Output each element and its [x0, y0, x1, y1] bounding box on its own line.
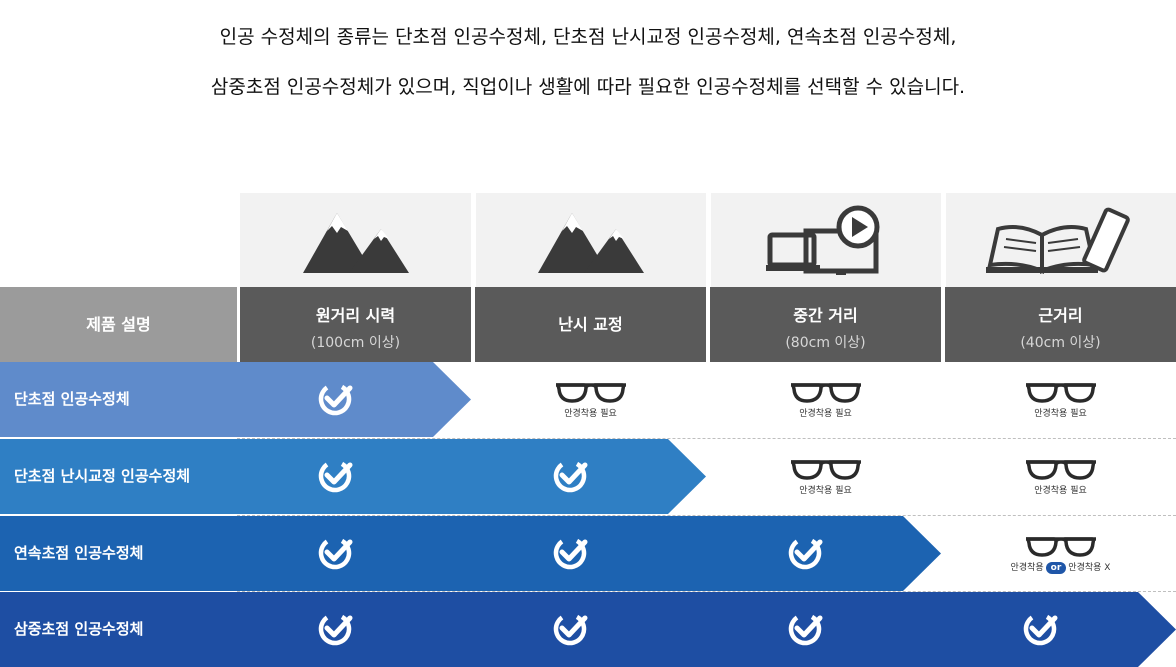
check-icon	[553, 457, 589, 497]
check-icon	[318, 610, 354, 650]
coverage-arrow	[237, 592, 1176, 667]
row-label: 단초점 인공수정체	[0, 362, 237, 437]
or-badge: or	[1045, 562, 1067, 574]
column-header-2: 중간 거리 (80cm 이상)	[710, 287, 941, 362]
glasses-icon: 안경착용 필요	[945, 379, 1176, 419]
check-icon	[788, 610, 824, 650]
glasses-required-caption: 안경착용 필요	[1034, 486, 1087, 496]
column-title: 원거리 시력	[315, 306, 396, 325]
row-divider	[237, 515, 1176, 516]
check-icon	[318, 534, 354, 574]
column-header-3: 근거리 (40cm 이상)	[945, 287, 1176, 362]
glasses-required-caption: 안경착용 필요	[799, 409, 852, 419]
column-title: 난시 교정	[558, 315, 623, 334]
glasses-required-caption: 안경착용 필요	[1034, 409, 1087, 419]
icon-cell-2	[710, 193, 941, 287]
column-header-0: 원거리 시력 (100cm 이상)	[240, 287, 471, 362]
column-divider	[943, 193, 946, 287]
check-icon	[788, 534, 824, 574]
icon-cell-3	[945, 193, 1176, 287]
row-label: 연속초점 인공수정체	[0, 516, 237, 591]
column-subtitle: (80cm 이상)	[785, 335, 866, 351]
row-divider	[237, 591, 1176, 592]
column-title: 근거리	[1038, 306, 1083, 325]
glasses-required-caption: 안경착용 필요	[564, 409, 617, 419]
glasses-icon: 안경착용 필요	[710, 456, 941, 496]
coverage-arrow	[237, 439, 706, 514]
icon-cell-0	[240, 193, 471, 287]
column-subtitle: (100cm 이상)	[310, 335, 401, 351]
row-label: 단초점 난시교정 인공수정체	[0, 439, 237, 514]
icon-cell-1	[475, 193, 706, 287]
devices-play-icon	[710, 193, 941, 281]
mountains-icon	[475, 193, 706, 279]
coverage-arrow	[237, 516, 941, 591]
icon-row-spacer	[0, 193, 237, 287]
caption-left: 안경착용	[1010, 563, 1044, 573]
header-label: 제품 설명	[86, 315, 151, 334]
glasses-required-caption: 안경착용 필요	[799, 486, 852, 496]
column-header-1: 난시 교정	[475, 287, 706, 362]
mountains-icon	[240, 193, 471, 279]
row-label: 삼중초점 인공수정체	[0, 592, 237, 667]
column-divider	[708, 193, 711, 287]
coverage-arrow	[237, 362, 471, 437]
check-icon	[553, 610, 589, 650]
check-icon	[1023, 610, 1059, 650]
intro-line-2: 삼중초점 인공수정체가 있으며, 직업이나 생활에 따라 필요한 인공수정체를 …	[210, 76, 966, 98]
header-label-cell: 제품 설명	[0, 287, 237, 362]
column-divider	[473, 193, 476, 287]
column-title: 중간 거리	[793, 306, 858, 325]
glasses-icon: 안경착용 필요	[710, 379, 941, 419]
column-subtitle: (40cm 이상)	[1020, 335, 1101, 351]
intro-line-1: 인공 수정체의 종류는 단초점 인공수정체, 단초점 난시교정 인공수정체, 연…	[219, 26, 957, 48]
glasses-icon: 안경착용 필요	[945, 456, 1176, 496]
row-divider	[237, 438, 1176, 439]
caption-right: 안경착용 X	[1068, 563, 1111, 573]
check-icon	[318, 457, 354, 497]
glasses-icon: 안경착용 필요	[475, 379, 706, 419]
book-phone-icon	[945, 193, 1176, 281]
check-icon	[553, 534, 589, 574]
check-icon	[318, 380, 354, 420]
